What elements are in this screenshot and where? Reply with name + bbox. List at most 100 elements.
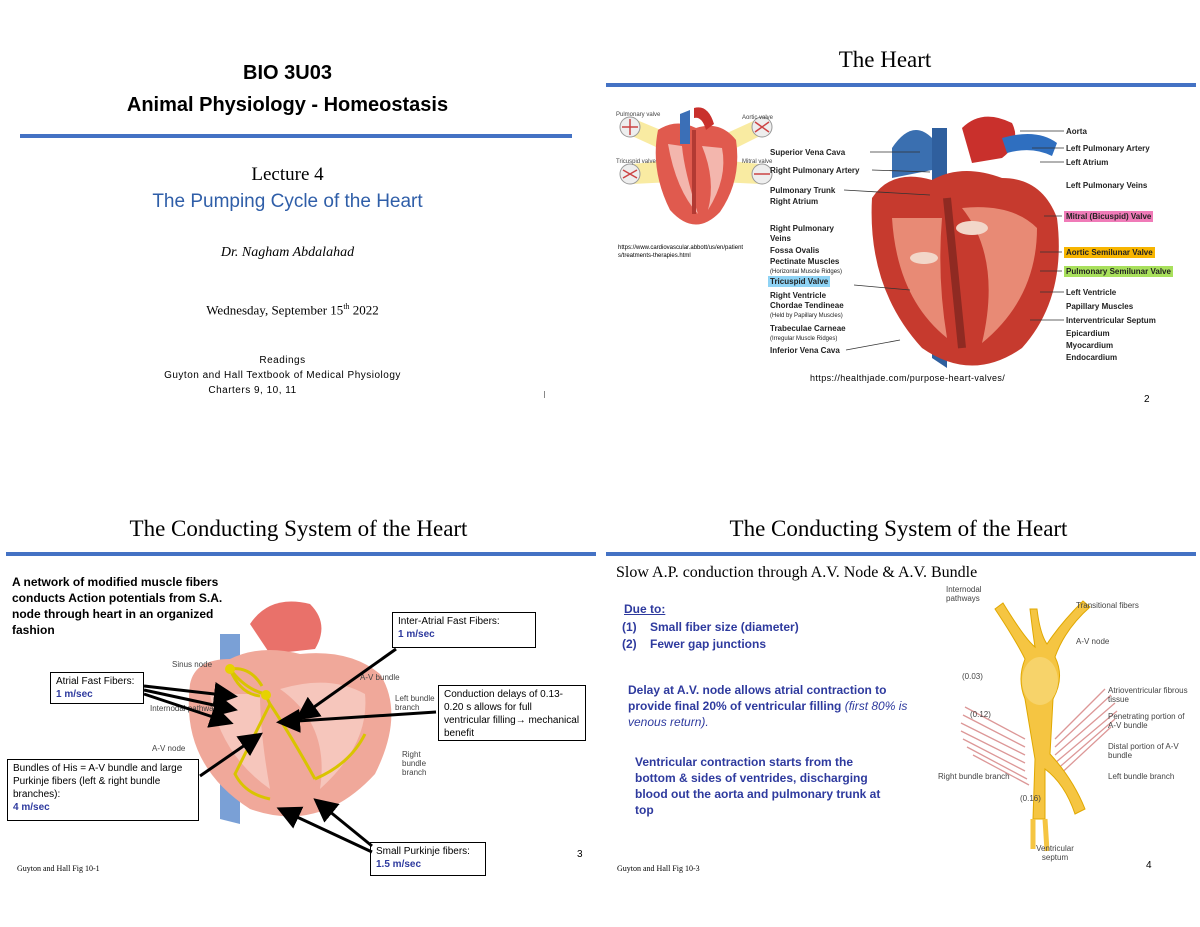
delay-text: Delay at A.V. node allows atrial contrac… bbox=[628, 683, 887, 713]
delay-callout: Conduction delays of 0.13-0.20 s allows … bbox=[438, 685, 586, 741]
callout-arrows bbox=[143, 647, 437, 854]
intro-text: A network of modified muscle fibers cond… bbox=[12, 575, 223, 637]
instructor: Dr. Nagham Abdalahad bbox=[220, 245, 355, 260]
label-right-bundle-branch: Right bundle branch bbox=[938, 772, 1010, 781]
citation: Guyton and Hall Fig 10-3 bbox=[617, 864, 700, 873]
page-number: 2 bbox=[1144, 394, 1150, 405]
slide-title: The Conducting System of the Heart bbox=[729, 516, 1068, 541]
slide-2: The Heart Pulmonary valve Aortic valve T… bbox=[600, 0, 1200, 463]
av-node-diagram bbox=[960, 600, 1118, 852]
label-interventricular-septum: Interventricular Septum bbox=[1066, 316, 1156, 325]
label-papillary-muscles: Papillary Muscles bbox=[1066, 302, 1134, 311]
label-fossa-ovalis: Fossa Ovalis bbox=[770, 246, 820, 255]
label-pectinate-muscles: Pectinate Muscles bbox=[770, 257, 840, 266]
bundle-label: Bundles of His = A-V bundle and large Pu… bbox=[13, 763, 183, 800]
label-left-bundle-branch: Left bundle branch bbox=[1108, 772, 1175, 781]
title-divider bbox=[6, 552, 596, 556]
delay-note: Conduction delays of 0.13-0.20 s allows … bbox=[444, 689, 580, 739]
label-av-fibrous-tissue: Atrioventricular fibrous tissue bbox=[1108, 686, 1188, 704]
inter-atrial-speed: 1 m/sec bbox=[398, 629, 435, 640]
bundle-speed: 4 m/sec bbox=[13, 802, 50, 813]
inter-atrial-callout: Inter-Atrial Fast Fibers: 1 m/sec bbox=[392, 612, 536, 648]
slide-3: The Conducting System of the Heart Sinus… bbox=[0, 464, 600, 927]
ventricular-paragraph: Ventricular contraction starts from the … bbox=[635, 755, 881, 817]
conduction-heart-illustration bbox=[188, 601, 392, 824]
label-av-node: A-V node bbox=[1076, 637, 1110, 646]
slide-1: BIO 3U03 Animal Physiology - Homeostasis… bbox=[0, 0, 600, 463]
label-time-016: (0.16) bbox=[1020, 794, 1041, 803]
lecture-label: Lecture 4 bbox=[251, 164, 324, 185]
label-endocardium: Endocardium bbox=[1066, 353, 1118, 362]
atrial-speed: 1 m/sec bbox=[56, 689, 93, 700]
label-superior-vena-cava: Superior Vena Cava bbox=[770, 148, 846, 157]
label-mitral-valve: Mitral valve bbox=[742, 159, 773, 165]
label-time-012: (0.12) bbox=[970, 710, 991, 719]
label-trabeculae-sub: (Irregular Muscle Ridges) bbox=[770, 336, 838, 342]
source-url: https://healthjade.com/purpose-heart-val… bbox=[810, 373, 1006, 383]
label-av-node: A-V node bbox=[152, 744, 186, 753]
delay-italic: (first 80% is venous return). bbox=[628, 699, 908, 729]
label-right-bundle-branch: Right bundle branch bbox=[402, 750, 427, 777]
course-code: BIO 3U03 bbox=[243, 62, 332, 84]
label-left-ventricle: Left Ventricle bbox=[1066, 288, 1117, 297]
page-number: 3 bbox=[577, 849, 583, 860]
label-tricuspid-valve-highlight: Tricuspid Valve bbox=[768, 276, 831, 287]
label-pulmonary-valve: Pulmonary valve bbox=[616, 112, 661, 118]
readings-chapters: Charters 9, 10, 11 bbox=[208, 385, 297, 396]
anatomy-leader-lines bbox=[843, 130, 1064, 351]
course-title: Animal Physiology - Homeostasis bbox=[126, 94, 449, 116]
slide-4: The Conducting System of the Heart Slow … bbox=[600, 464, 1200, 927]
label-sinus-node: Sinus node bbox=[172, 660, 213, 669]
atrial-label: Atrial Fast Fibers: bbox=[56, 676, 135, 687]
label-right-pulmonary-veins: Right Pulmonary Veins bbox=[770, 224, 835, 243]
delay-paragraph: Delay at A.V. node allows atrial contrac… bbox=[628, 682, 918, 730]
title-divider bbox=[606, 83, 1196, 87]
label-pectinate-sub: (Horizontal Muscle Ridges) bbox=[770, 269, 843, 275]
reason-item: (1)Small fiber size (diameter) bbox=[622, 620, 799, 634]
label-left-pulmonary-artery: Left Pulmonary Artery bbox=[1066, 144, 1150, 153]
label-myocardium: Myocardium bbox=[1066, 341, 1114, 350]
lecture-date: Wednesday, September 15th 2022 bbox=[206, 302, 379, 318]
readings-book: Guyton and Hall Textbook of Medical Phys… bbox=[164, 370, 401, 381]
bundle-callout: Bundles of His = A-V bundle and large Pu… bbox=[7, 759, 199, 821]
label-time-003: (0.03) bbox=[962, 672, 983, 681]
label-tricuspid-valve: Tricuspid valve bbox=[616, 159, 656, 165]
small-purkinje-label: Small Purkinje fibers: bbox=[376, 846, 470, 857]
label-chordae-tendineae: Chordae Tendineae bbox=[770, 301, 844, 310]
label-inferior-vena-cava: Inferior Vena Cava bbox=[770, 346, 840, 355]
label-left-atrium: Left Atrium bbox=[1066, 158, 1109, 167]
label-epicardium: Epicardium bbox=[1066, 329, 1110, 338]
label-av-bundle: A-V bundle bbox=[360, 673, 400, 682]
readings-heading: Readings bbox=[259, 355, 306, 366]
label-aortic-valve: Aortic valve bbox=[742, 115, 774, 121]
small-purkinje-callout: Small Purkinje fibers: 1.5 m/sec bbox=[370, 842, 486, 876]
label-aorta: Aorta bbox=[1066, 127, 1087, 136]
label-penetrating-portion: Penetrating portion of A-V bundle bbox=[1108, 712, 1185, 730]
valve-heart-diagram bbox=[619, 107, 773, 225]
due-to-heading: Due to: bbox=[624, 602, 666, 616]
page-number: 4 bbox=[1146, 860, 1152, 871]
label-distal-portion: Distal portion of A-V bundle bbox=[1108, 742, 1179, 760]
label-left-bundle-branch: Left bundle branch bbox=[395, 694, 435, 712]
label-right-ventricle: Right Ventricle bbox=[770, 291, 827, 300]
label-right-pulmonary-artery: Right Pulmonary Artery bbox=[770, 166, 860, 175]
title-divider bbox=[20, 134, 572, 138]
lecture-title: The Pumping Cycle of the Heart bbox=[152, 191, 423, 212]
label-chordae-sub: (Held by Papillary Muscles) bbox=[770, 313, 843, 319]
slide-subtitle: Slow A.P. conduction through A.V. Node &… bbox=[616, 564, 978, 581]
label-right-atrium: Right Atrium bbox=[770, 197, 819, 206]
small-purkinje-speed: 1.5 m/sec bbox=[376, 859, 422, 870]
label-left-pulmonary-veins: Left Pulmonary Veins bbox=[1066, 181, 1148, 190]
reason-list: (1)Small fiber size (diameter) (2)Fewer … bbox=[622, 619, 799, 653]
citation: Guyton and Hall Fig 10-1 bbox=[17, 864, 100, 873]
slide-title: The Conducting System of the Heart bbox=[129, 516, 468, 541]
label-aortic-semilunar-valve: Aortic Semilunar Valve bbox=[1064, 247, 1155, 258]
label-transitional-fibers: Transitional fibers bbox=[1076, 601, 1139, 610]
label-mitral-valve-highlight: Mitral (Bicuspid) Valve bbox=[1064, 211, 1154, 222]
label-internodal-pathways: Internodal pathways bbox=[946, 585, 982, 603]
heart-anatomy-illustration bbox=[871, 116, 1059, 368]
atrial-callout: Atrial Fast Fibers: 1 m/sec bbox=[50, 672, 144, 704]
inter-atrial-label: Inter-Atrial Fast Fibers: bbox=[398, 616, 500, 627]
small-source-url: https://www.cardiovascular.abbott/us/en/… bbox=[618, 245, 744, 259]
page-marker bbox=[544, 391, 545, 398]
